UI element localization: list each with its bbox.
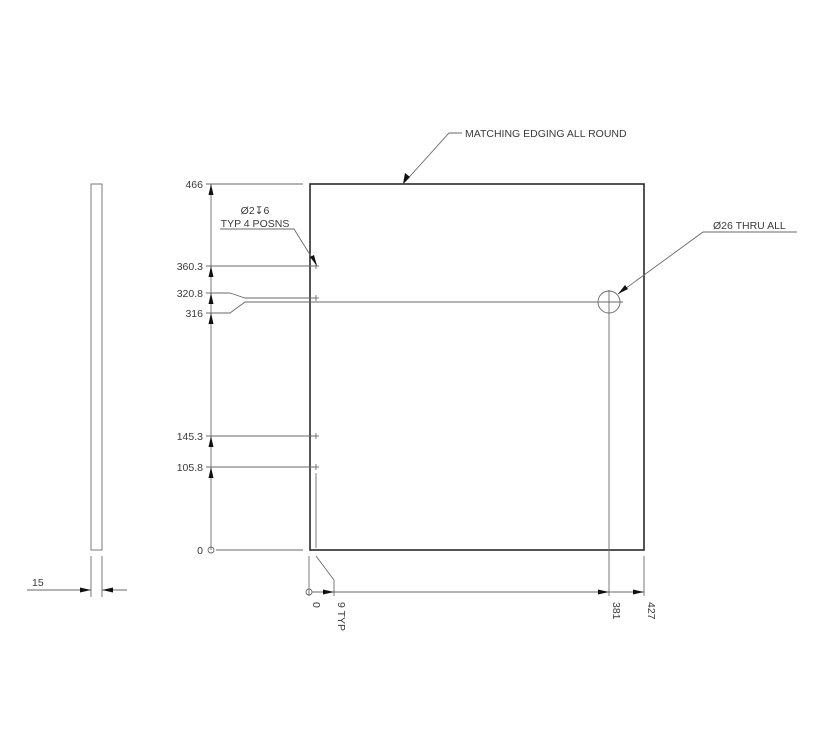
vertical-dimensions: 466 360.3 320.8 316 145.3 105.8 0 (177, 179, 600, 557)
edging-note-text: MATCHING EDGING ALL ROUND (465, 128, 627, 140)
dim-427: 427 (645, 602, 657, 620)
dim-0-vertical: 0 (197, 545, 203, 557)
dim-105-8: 105.8 (177, 462, 203, 474)
dim-145-3: 145.3 (177, 431, 203, 443)
dim-0-horizontal: 0 (310, 602, 322, 608)
dim-381: 381 (610, 602, 622, 620)
side-view-outline (90, 183, 103, 551)
hole-marker (313, 464, 319, 470)
dim-316: 316 (185, 308, 203, 320)
dim-9-typ: 9 TYP (335, 602, 347, 631)
side-view: 15 (27, 183, 127, 597)
hole-marker (313, 433, 319, 439)
large-hole: Ø26 THRU ALL (595, 220, 797, 596)
dim-466: 466 (185, 179, 203, 191)
small-hole-note-line1: Ø2↧6 (241, 205, 270, 217)
large-hole-note: Ø26 THRU ALL (713, 220, 786, 232)
hole-marker (313, 295, 319, 301)
small-hole-note-line2: TYP 4 POSNS (221, 218, 290, 230)
thickness-dimension: 15 (32, 577, 44, 589)
dim-360-3: 360.3 (177, 261, 203, 273)
front-view-panel (309, 183, 645, 551)
dim-320-8: 320.8 (177, 288, 203, 300)
horizontal-dimensions: 0 9 TYP 381 427 (305, 473, 657, 631)
edging-note: MATCHING EDGING ALL ROUND (402, 128, 627, 185)
small-holes: Ø2↧6 TYP 4 POSNS (220, 205, 319, 470)
